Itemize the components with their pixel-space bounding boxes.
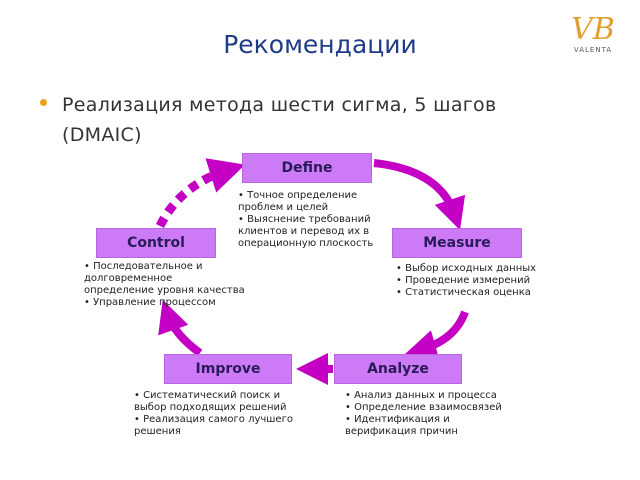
step-improve-desc: • Систематический поиск и выбор подходящ… (134, 390, 293, 437)
arrow-measure-analyze (404, 310, 469, 361)
step-improve-box: Improve (164, 354, 292, 384)
arrow-define-measure (373, 159, 466, 231)
step-measure-desc: • Выбор исходных данных • Проведение изм… (396, 263, 537, 298)
step-control-box: Control (96, 228, 216, 258)
bullet-text: Реализация метода шести сигма, 5 шагов (… (62, 94, 497, 146)
step-measure-box: Measure (392, 228, 522, 258)
logo-mark: VB (571, 12, 615, 47)
logo-text: VALENTA (573, 46, 613, 54)
step-define-box: Define (242, 153, 372, 183)
arrow-improve-control (158, 299, 203, 357)
step-analyze-box: Analyze (334, 354, 462, 384)
bullet-icon (40, 99, 47, 106)
valenta-logo: VB VALENTA (568, 12, 618, 55)
slide-title: Рекомендации (223, 30, 417, 59)
arrow-control-define (155, 158, 246, 229)
step-analyze-desc: • Анализ данных и процесса • Определение… (345, 390, 502, 437)
step-define-desc: • Точное определение проблем и целей • В… (238, 190, 374, 249)
step-control-desc: • Последовательное и долговременное опре… (84, 261, 245, 308)
